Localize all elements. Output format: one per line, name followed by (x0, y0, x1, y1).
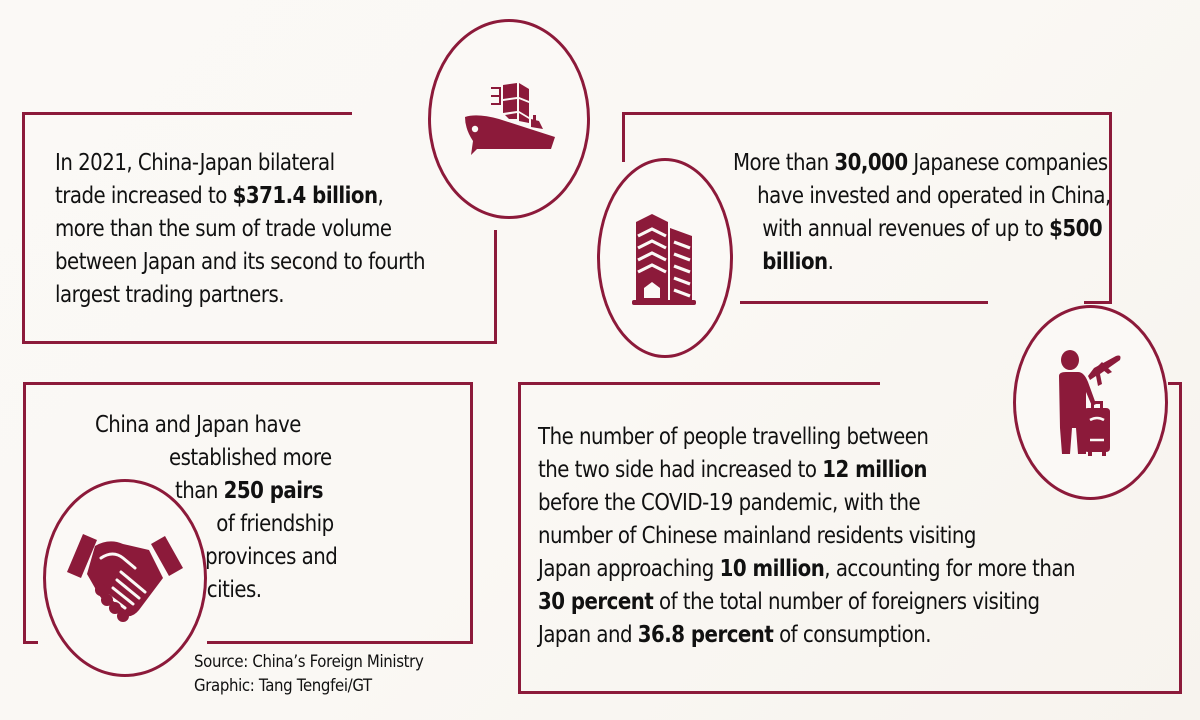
highlight-figure: $371.4 billion (232, 183, 378, 209)
trade-text: In 2021, China-Japan bilateral trade incr… (55, 147, 426, 312)
text-span: the two side had increased to (538, 457, 823, 483)
text-line: largest trading partners. (55, 279, 425, 312)
text-span: The number of people travelling between (538, 424, 929, 450)
cargo-ship-icon (459, 79, 559, 159)
trade-icon-circle (428, 19, 590, 219)
text-line: before the COVID-19 pandemic, with the (538, 487, 1075, 520)
text-span: China and Japan have (95, 412, 301, 438)
frame-line (622, 112, 625, 162)
highlight-figure: $500 (1049, 216, 1103, 242)
frame-line (22, 112, 25, 344)
frame-line (518, 382, 521, 694)
text-span: of friendship (216, 511, 334, 537)
text-span: than (174, 478, 224, 504)
text-line: than 250 pairs (95, 475, 337, 508)
office-building-icon (632, 210, 698, 306)
frame-line (22, 112, 352, 115)
frame-line (622, 112, 1112, 115)
text-span: more than the sum of trade volume (55, 216, 392, 242)
text-line: trade increased to $371.4 billion, (55, 180, 425, 213)
frame-line (23, 382, 26, 644)
highlight-figure: 30 percent (538, 589, 654, 615)
text-span: , (377, 183, 384, 209)
text-span: before the COVID-19 pandemic, with the (538, 490, 921, 516)
companies-icon-circle (597, 158, 733, 358)
text-span: of consumption. (773, 622, 932, 648)
text-span: number of Chinese mainland residents vis… (538, 523, 976, 549)
text-line: of friendship (95, 508, 337, 541)
frame-line (740, 301, 988, 304)
text-line: China and Japan have (95, 409, 337, 442)
highlight-figure: 10 million (719, 556, 825, 582)
frame-line (1179, 382, 1182, 694)
text-line: cities. (95, 574, 337, 607)
travel-text: The number of people travelling between t… (538, 421, 1076, 652)
text-span: largest trading partners. (55, 282, 285, 308)
frame-line (23, 641, 38, 644)
text-span: provinces and (205, 544, 338, 570)
highlight-figure: 250 pairs (223, 478, 324, 504)
highlight-figure: 30,000 (834, 150, 908, 176)
text-span: In 2021, China-Japan bilateral (55, 150, 335, 176)
frame-line (518, 382, 880, 385)
text-line: the two side had increased to 12 million (538, 454, 1075, 487)
text-line: billion. (733, 246, 1111, 279)
frame-line (1109, 112, 1112, 304)
frame-line (207, 641, 473, 644)
text-line: Japan and 36.8 percent of consumption. (538, 619, 1075, 652)
text-span: Japan approaching (538, 556, 720, 582)
text-line: 30 percent of the total number of foreig… (538, 586, 1075, 619)
highlight-figure: 12 million (822, 457, 927, 483)
text-span: trade increased to (55, 183, 233, 209)
text-span: with annual revenues of up to (762, 216, 1050, 242)
text-line: more than the sum of trade volume (55, 213, 425, 246)
frame-line (1084, 301, 1112, 304)
text-line: The number of people travelling between (538, 421, 1075, 454)
text-line: Japan approaching 10 million, accounting… (538, 553, 1076, 586)
text-line: More than 30,000 Japanese companies (733, 147, 1111, 180)
text-span: cities. (206, 577, 262, 603)
text-line: have invested and operated in China, (733, 180, 1111, 213)
text-span: Japanese companies (907, 150, 1108, 176)
text-span: established more (168, 445, 332, 471)
friendship-icon-circle (43, 479, 207, 677)
text-span: between Japan and its second to fourth (55, 249, 426, 275)
travel-icon-circle (1013, 305, 1168, 500)
frame-line (23, 382, 473, 385)
frame-line (494, 230, 497, 344)
traveller-luggage-plane-icon (1056, 348, 1126, 458)
handshake-icon (65, 528, 185, 628)
text-span: have invested and operated in China, (757, 183, 1111, 209)
frame-line (1168, 382, 1182, 385)
frame-line (518, 691, 1182, 694)
text-span: Japan and (538, 622, 638, 648)
text-line: provinces and (95, 541, 338, 574)
text-line: In 2021, China-Japan bilateral (55, 147, 425, 180)
text-span: More than (733, 150, 835, 176)
text-span: . (827, 249, 834, 275)
highlight-figure: billion (762, 249, 828, 275)
companies-text: More than 30,000 Japanese companies have … (733, 147, 1111, 279)
text-line: number of Chinese mainland residents vis… (538, 520, 1075, 553)
graphic-credit: Graphic: Tang Tengfei/GT (194, 676, 372, 696)
text-span: of the total number of foreigners visiti… (653, 589, 1040, 615)
text-line: with annual revenues of up to $500 (733, 213, 1111, 246)
text-span: , accounting for more than (824, 556, 1076, 582)
frame-line (22, 341, 497, 344)
source-credit: Source: China’s Foreign Ministry (194, 652, 424, 672)
friendship-text: China and Japan have established more than… (95, 409, 338, 607)
text-line: between Japan and its second to fourth (55, 246, 426, 279)
text-line: established more (95, 442, 337, 475)
frame-line (470, 382, 473, 644)
highlight-figure: 36.8 percent (637, 622, 774, 648)
